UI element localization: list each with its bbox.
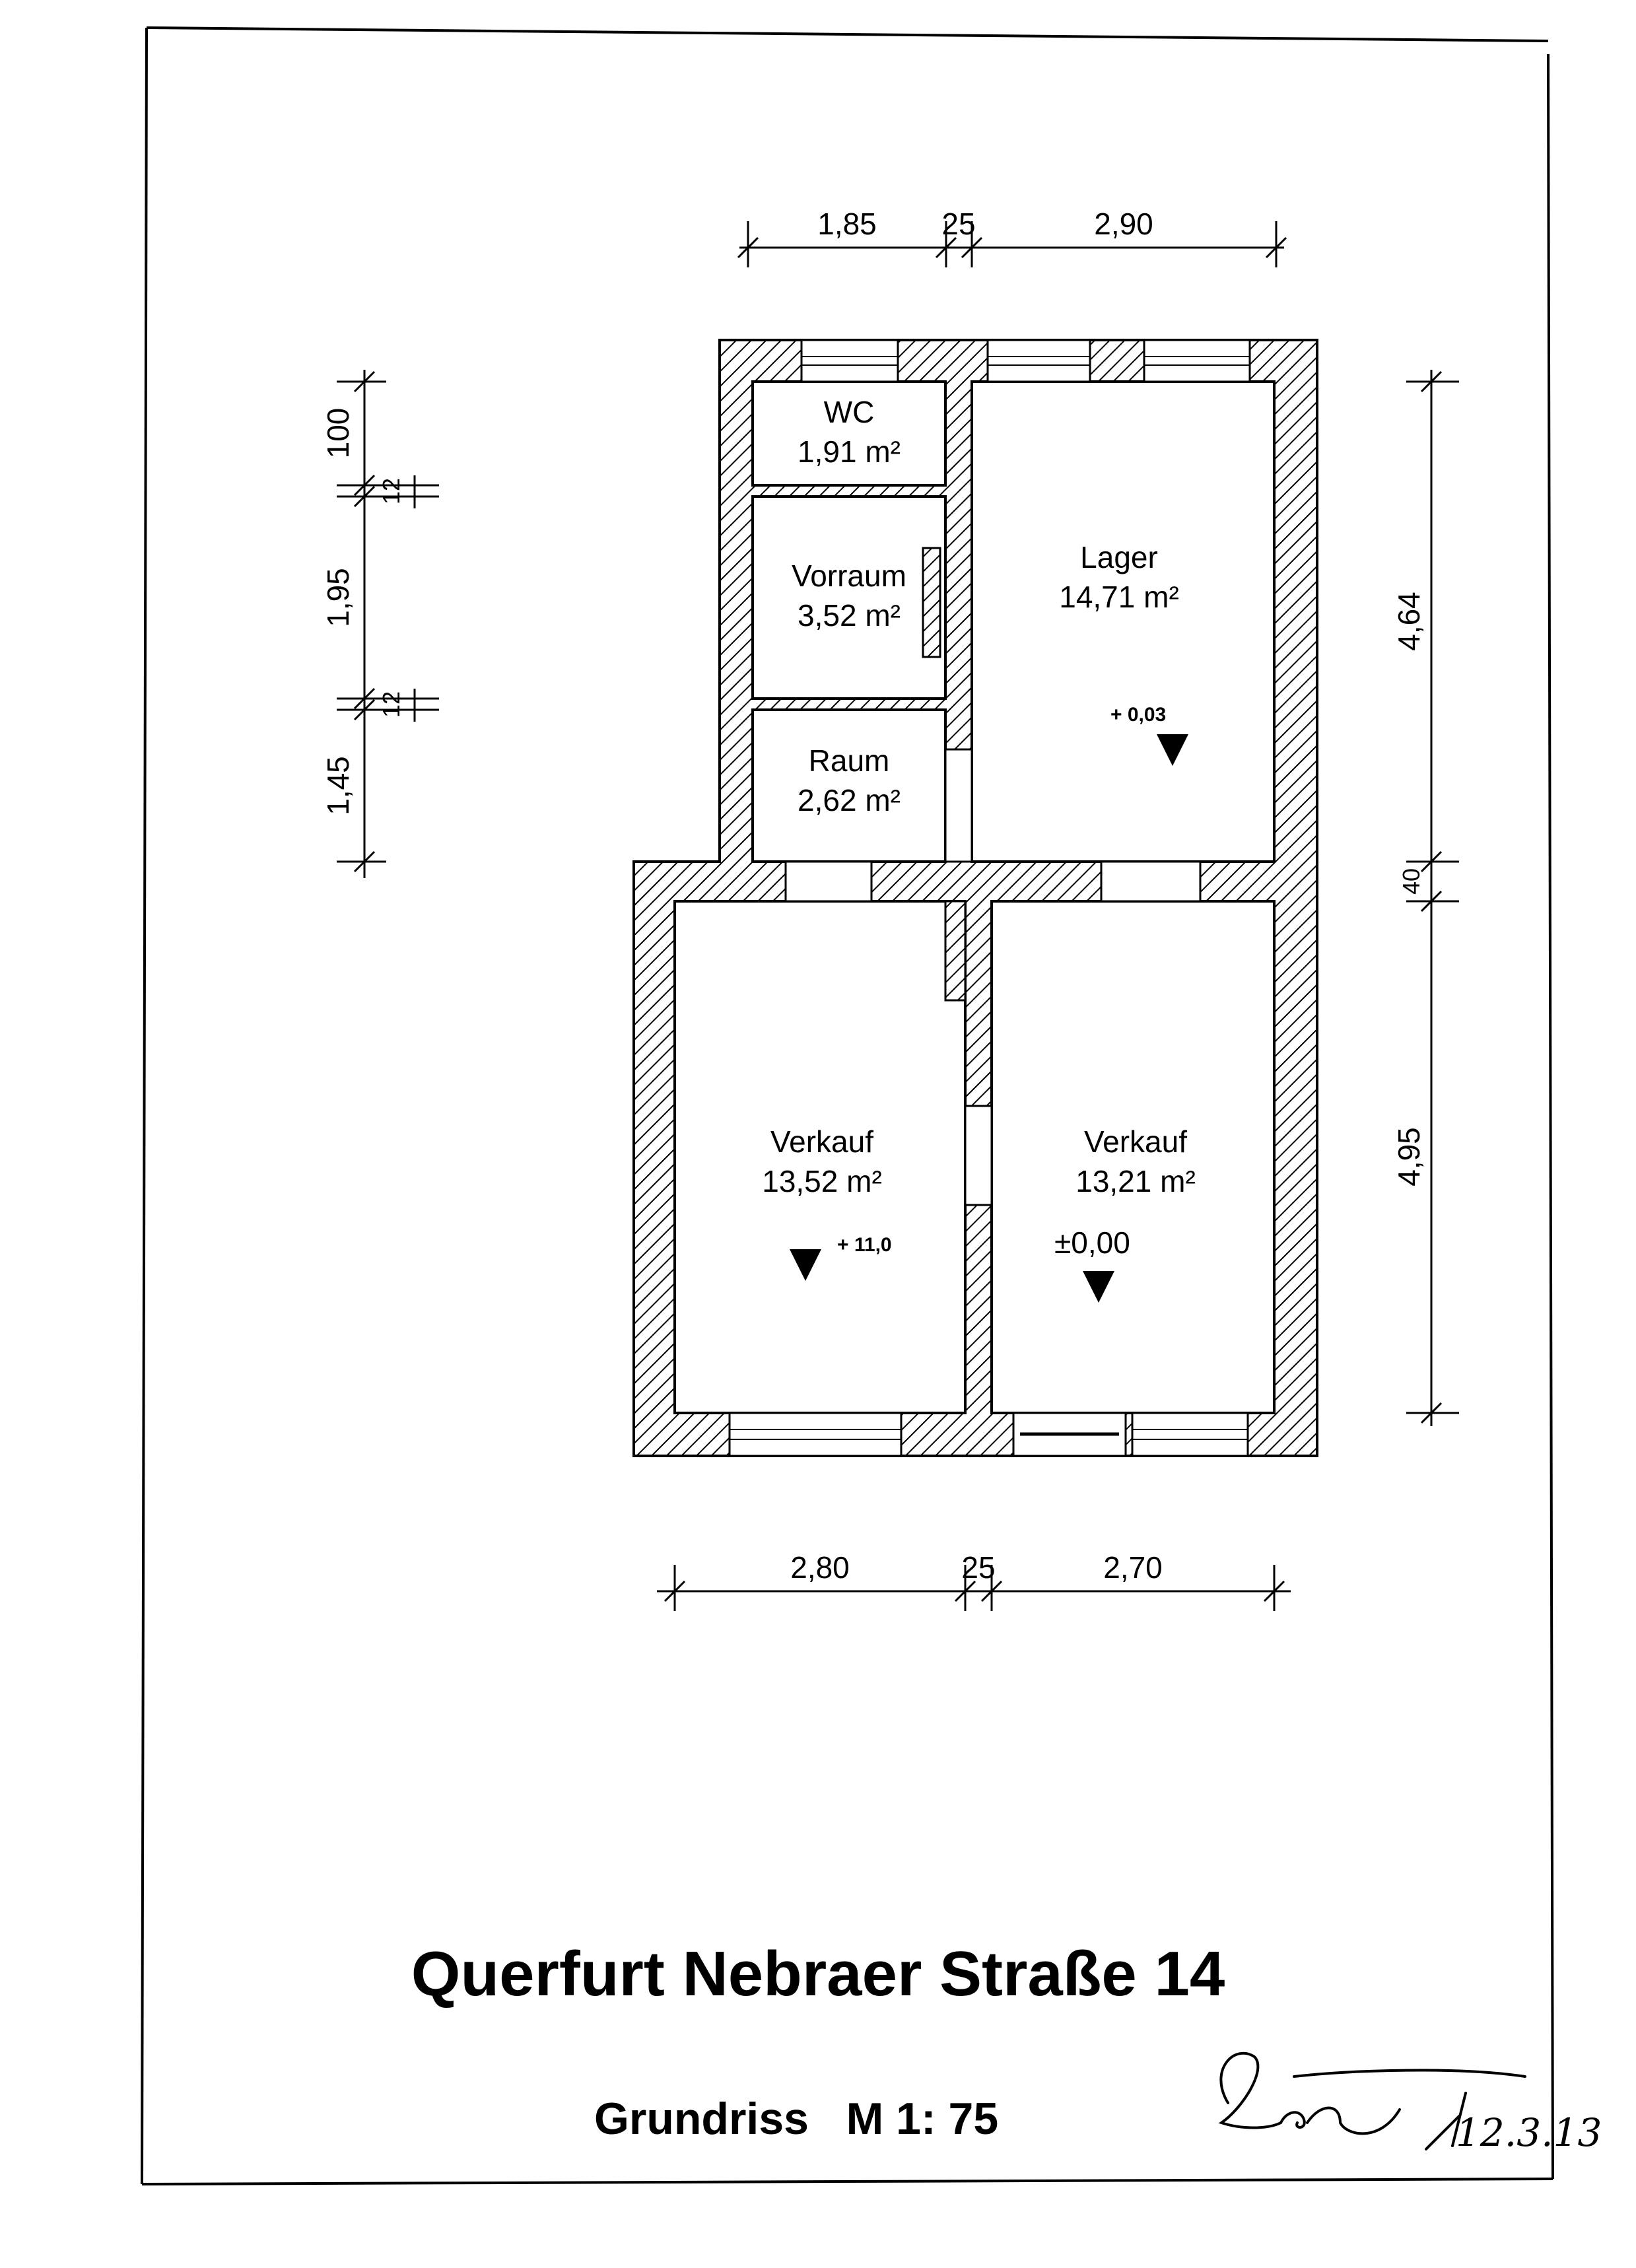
room-area-verkauf-right: 13,21 m² [1075,1164,1196,1198]
level-marker-verkauf-right [1083,1271,1114,1303]
room-name-verkauf-right: Verkauf [1084,1124,1187,1159]
opening-details [730,356,1250,1440]
dim-top-2: 25 [941,207,975,241]
door-verkauf [964,1105,993,1206]
plan-title: Querfurt Nebraer Straße 14 [411,1939,1225,2009]
dim-left-3: 1,95 [321,568,355,627]
dim-top-1: 1,85 [817,207,877,241]
room-area-wc: 1,91 m² [798,434,901,469]
dim-right-2: 40 [1398,868,1425,895]
cabinet-vorraum [922,547,941,658]
door-lager [1100,860,1202,903]
dim-right-1: 4,64 [1392,592,1426,651]
room-name-wc: WC [824,395,875,429]
room-name-verkauf-left: Verkauf [770,1124,873,1159]
door-raum [784,860,873,903]
level-marker-verkauf-left [790,1249,821,1281]
room-area-vorraum: 3,52 m² [798,598,901,633]
room-area-verkauf-left: 13,52 m² [762,1164,882,1198]
room-area-lager: 14,71 m² [1059,580,1179,614]
window-lager-2 [1143,339,1251,383]
plan-subtitle: Grundriss M 1: 75 [594,2094,999,2144]
dim-right-3: 4,95 [1392,1127,1426,1186]
dim-left-2: 12 [378,478,405,504]
dim-left-1: 100 [321,408,355,459]
dim-left-4: 12 [378,691,405,718]
cabinet-verkauf [944,900,967,1002]
level-lager: + 0,03 [1110,704,1166,726]
room-name-raum: Raum [809,743,890,778]
level-verkauf-left: + 11,0 [837,1234,892,1256]
dim-left-5: 1,45 [321,756,355,815]
room-name-lager: Lager [1080,540,1158,574]
sheet-border [141,26,1554,2185]
openings [728,339,1251,1457]
window-verkauf-right [1131,1412,1249,1457]
dim-bottom-2: 25 [961,1550,995,1585]
room-area-raum: 2,62 m² [798,783,901,817]
level-marker-lager [1157,734,1188,766]
handwritten-signature: 12.3.13 [1218,2051,1602,2155]
dim-bottom-3: 2,70 [1103,1550,1163,1585]
walls [632,339,1318,1457]
door-raum-lager [944,748,973,863]
dim-bottom-1: 2,80 [790,1550,850,1585]
window-wc [800,339,899,383]
dim-top-3: 2,90 [1094,207,1153,241]
dimension-lines [337,221,1459,1611]
signature-date: 12.3.13 [1456,2110,1602,2155]
room-name-vorraum: Vorraum [792,559,906,593]
window-verkauf-left [728,1412,903,1457]
level-verkauf-right: ±0,00 [1054,1225,1130,1260]
window-lager-1 [986,339,1091,383]
